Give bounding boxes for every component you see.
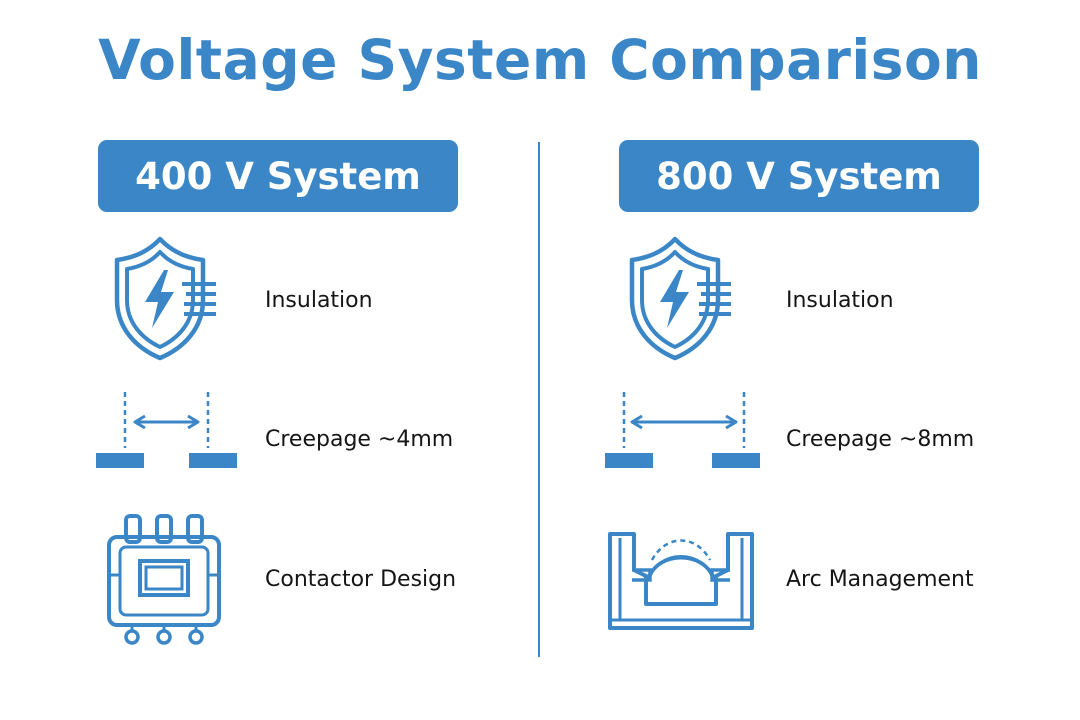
label-insulation-400v: Insulation <box>265 288 373 313</box>
label-contactor-design: Contactor Design <box>265 567 457 592</box>
column-divider <box>538 142 540 657</box>
system-400v-header: 400 V System <box>98 140 458 212</box>
label-creepage-400v: Creepage ~4mm <box>265 427 454 452</box>
creepage-distance-icon <box>96 392 237 468</box>
shield-lightning-icon <box>114 236 216 361</box>
system-800v-header: 800 V System <box>619 140 979 212</box>
label-arc-management: Arc Management <box>786 567 974 592</box>
creepage-distance-icon <box>605 392 760 468</box>
page-title: Voltage System Comparison <box>98 28 982 92</box>
label-insulation-800v: Insulation <box>786 288 894 313</box>
arc-chamber-icon <box>608 532 754 630</box>
label-creepage-800v: Creepage ~8mm <box>786 427 975 452</box>
contactor-icon <box>107 514 221 645</box>
shield-lightning-icon <box>629 236 731 361</box>
